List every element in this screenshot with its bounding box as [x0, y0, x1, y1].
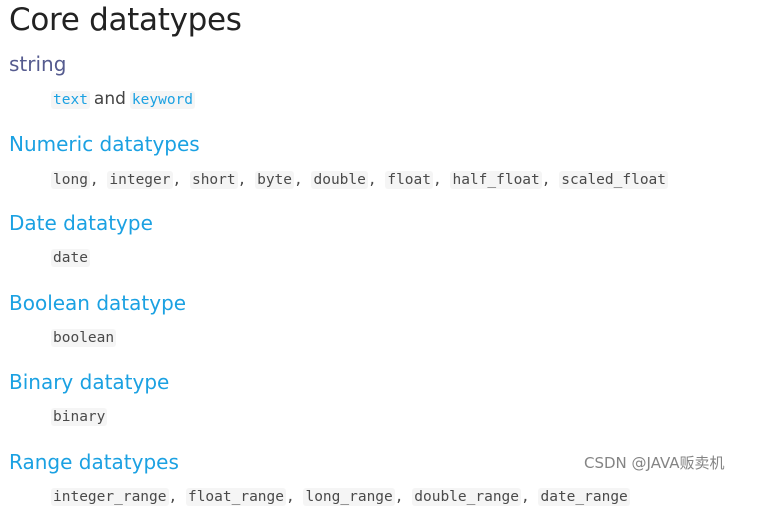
type-long-range: long_range — [303, 488, 395, 506]
type-date-range: date_range — [538, 488, 630, 506]
range-types: integer_range, float_range, long_range, … — [51, 488, 630, 506]
type-long: long — [51, 171, 90, 189]
type-binary: binary — [51, 408, 108, 426]
type-float-range: float_range — [185, 488, 286, 506]
link-keyword[interactable]: keyword — [129, 91, 196, 109]
heading-binary[interactable]: Binary datatype — [9, 370, 170, 394]
heading-string[interactable]: string — [9, 52, 67, 76]
type-integer: integer — [107, 171, 173, 189]
watermark: CSDN @JAVA贩卖机 — [584, 454, 725, 472]
type-double: double — [311, 171, 368, 189]
date-types: date — [51, 248, 90, 267]
heading-date[interactable]: Date datatype — [9, 211, 153, 235]
heading-boolean[interactable]: Boolean datatype — [9, 291, 187, 315]
type-float: float — [385, 171, 433, 189]
type-half-float: half_float — [450, 171, 542, 189]
type-date: date — [51, 249, 90, 267]
type-scaled-float: scaled_float — [559, 171, 669, 189]
heading-numeric[interactable]: Numeric datatypes — [9, 132, 200, 156]
type-short: short — [189, 171, 238, 189]
type-byte: byte — [255, 171, 295, 189]
type-double-range: double_range — [412, 488, 522, 506]
binary-types: binary — [51, 407, 108, 426]
type-integer-range: integer_range — [51, 488, 169, 506]
link-text[interactable]: text — [51, 91, 90, 109]
connector: and — [93, 89, 126, 109]
numeric-types: long, integer, short, byte, double, floa… — [51, 171, 669, 189]
type-boolean: boolean — [51, 329, 117, 347]
page-title: Core datatypes — [9, 2, 242, 38]
boolean-types: boolean — [51, 328, 117, 347]
heading-range[interactable]: Range datatypes — [9, 450, 179, 474]
